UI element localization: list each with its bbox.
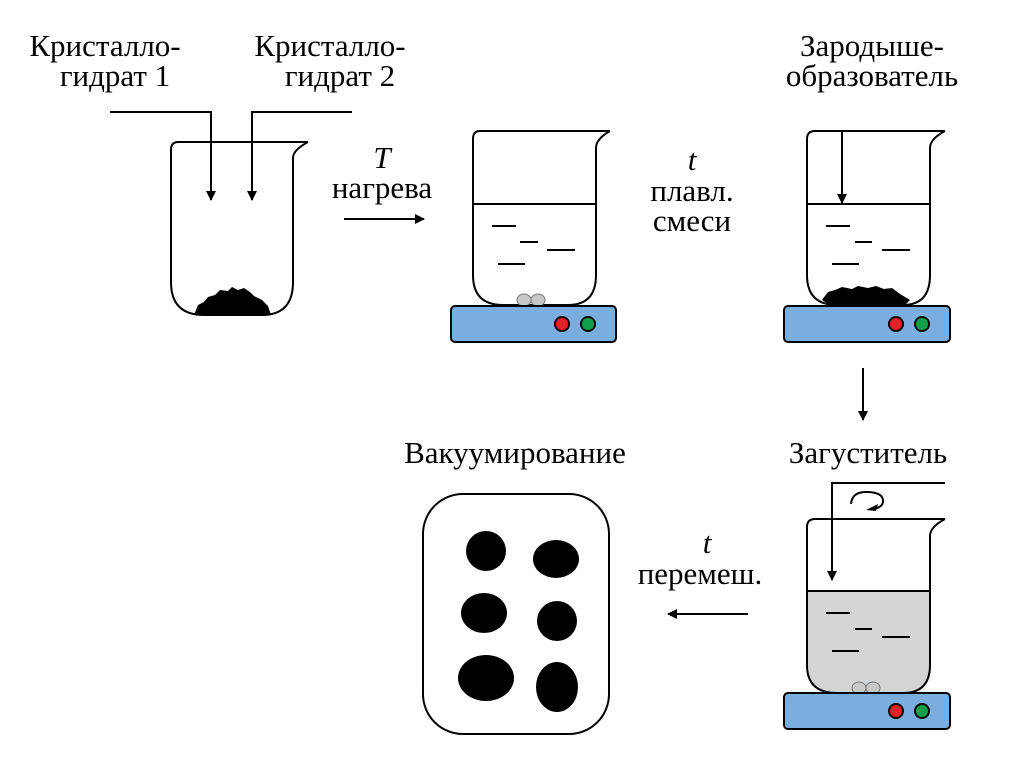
beaker-2 [472, 130, 611, 307]
thickener-arrow [827, 482, 945, 581]
hotplate-3 [783, 692, 951, 730]
label-thickener: Загуститель [789, 435, 947, 470]
heating-label: нагрева [332, 170, 433, 205]
red-indicator [888, 703, 904, 719]
step1-annotation: T нагрева [332, 140, 433, 224]
label-crystal-hydrate-2: Кристалло- гидрат 2 [254, 28, 405, 93]
crystal2-line2: гидрат 2 [285, 58, 395, 93]
mix-label: перемеш. [638, 556, 763, 591]
melt-time-symbol: t [688, 142, 698, 177]
crystal1-line1: Кристалло- [29, 28, 180, 63]
step3-annotation: t перемеш. [638, 525, 763, 619]
melt-label-1: плавл. [650, 173, 733, 208]
label-vacuum: Вакуумирование [404, 435, 626, 470]
stirring-icon [850, 490, 885, 510]
beaker-4 [806, 482, 946, 695]
hotplate-2 [783, 305, 951, 343]
beaker-1 [170, 141, 309, 316]
liquid-waves [826, 225, 910, 265]
crystallized-solids [822, 286, 910, 305]
melt-label-2: смеси [653, 203, 731, 238]
heating-temp-symbol: T [373, 140, 393, 175]
green-indicator [914, 703, 930, 719]
beaker-3 [806, 130, 946, 306]
red-indicator [888, 316, 904, 332]
capsules [458, 531, 579, 712]
label-crystal-hydrate-1: Кристалло- гидрат 1 [29, 28, 180, 93]
feed-arrow-2 [247, 111, 352, 201]
vacuum-package [422, 493, 610, 735]
green-indicator [914, 316, 930, 332]
liquid-waves [826, 612, 910, 652]
step2-annotation: t плавл. смеси [650, 142, 733, 238]
nucleator-line1: Зародыше- [800, 28, 944, 63]
feed-arrow-1 [110, 111, 216, 201]
label-nucleator: Зародыше- образователь [786, 28, 958, 93]
liquid-waves [492, 225, 575, 265]
red-indicator [554, 316, 570, 332]
nucleator-line2: образователь [786, 58, 958, 93]
mix-time-symbol: t [703, 525, 713, 560]
crystal-solids [194, 287, 271, 315]
green-indicator [580, 316, 596, 332]
crystal1-line2: гидрат 1 [60, 58, 170, 93]
crystal2-line1: Кристалло- [254, 28, 405, 63]
hotplate-1 [450, 305, 617, 343]
